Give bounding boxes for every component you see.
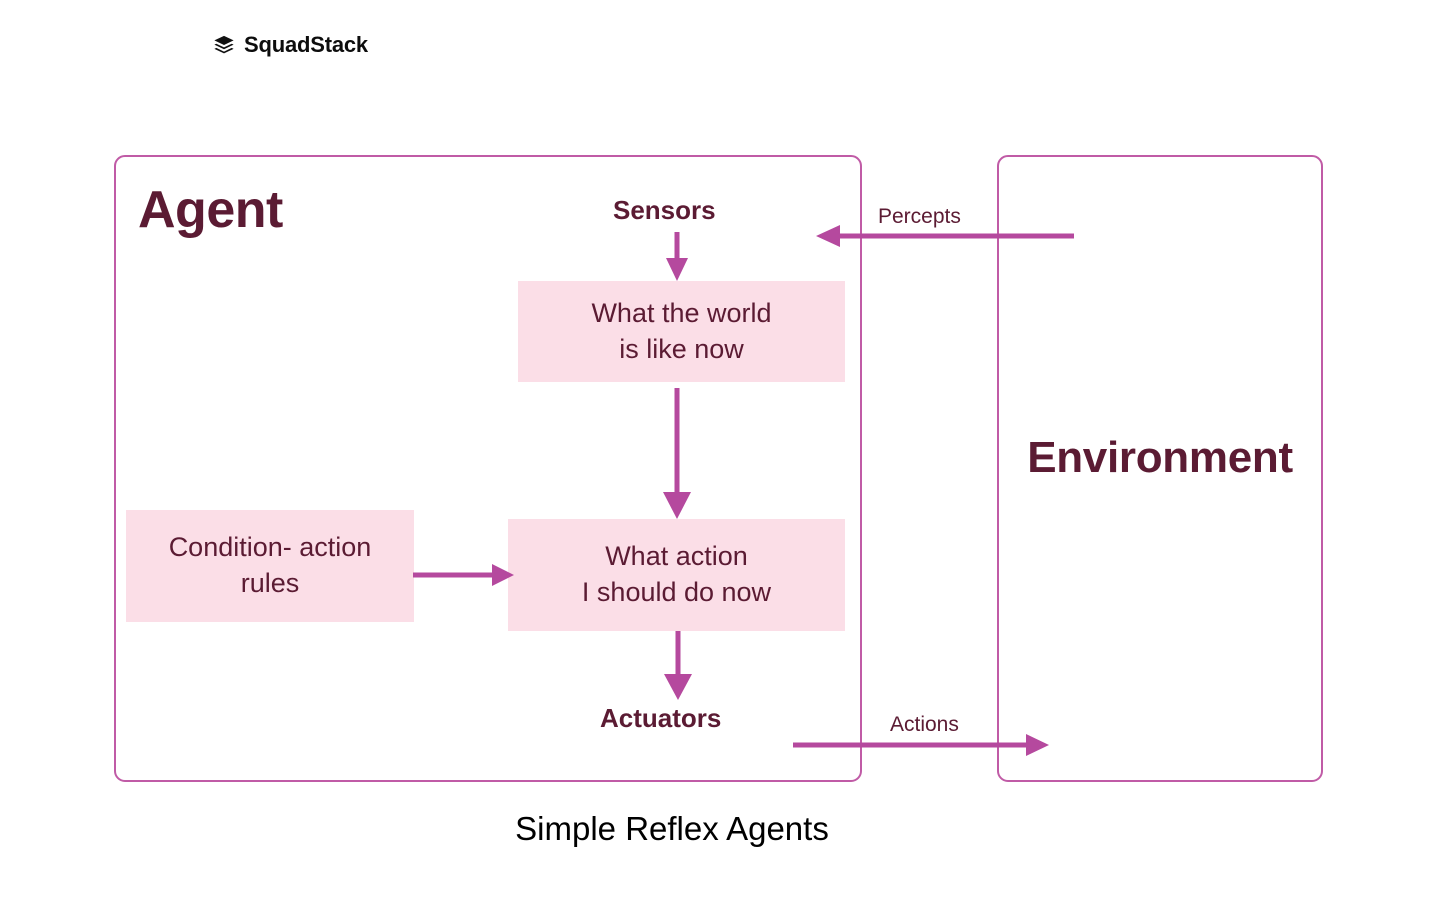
percepts-arrow-label: Percepts xyxy=(878,205,961,228)
box-world-line2: is like now xyxy=(619,333,744,364)
box-rules-line1: Condition- action xyxy=(168,532,372,563)
box-rules-line2: rules xyxy=(240,568,300,598)
stacked-layers-icon xyxy=(214,35,234,54)
box-condition-action-rules: Condition- action rules xyxy=(126,510,414,622)
brand-logo: SquadStack xyxy=(213,34,368,56)
agent-title: Agent xyxy=(138,181,283,239)
brand-name: SquadStack xyxy=(244,32,368,57)
box-action-line2: I should do now xyxy=(581,577,772,607)
box-action-line1: What action xyxy=(605,541,748,572)
box-what-the-world-is-like-now: What the world is like now xyxy=(518,281,845,382)
environment-title: Environment xyxy=(1027,433,1293,482)
diagram-caption: Simple Reflex Agents xyxy=(515,810,829,847)
actions-arrow-label: Actions xyxy=(890,713,959,736)
agent-boundary xyxy=(114,155,862,782)
environment-boundary xyxy=(997,155,1323,782)
sensors-label: Sensors xyxy=(613,195,716,225)
box-what-action-i-should-do-now: What action I should do now xyxy=(508,519,845,631)
actuators-label: Actuators xyxy=(600,703,722,733)
box-world-line1: What the world xyxy=(591,297,772,328)
